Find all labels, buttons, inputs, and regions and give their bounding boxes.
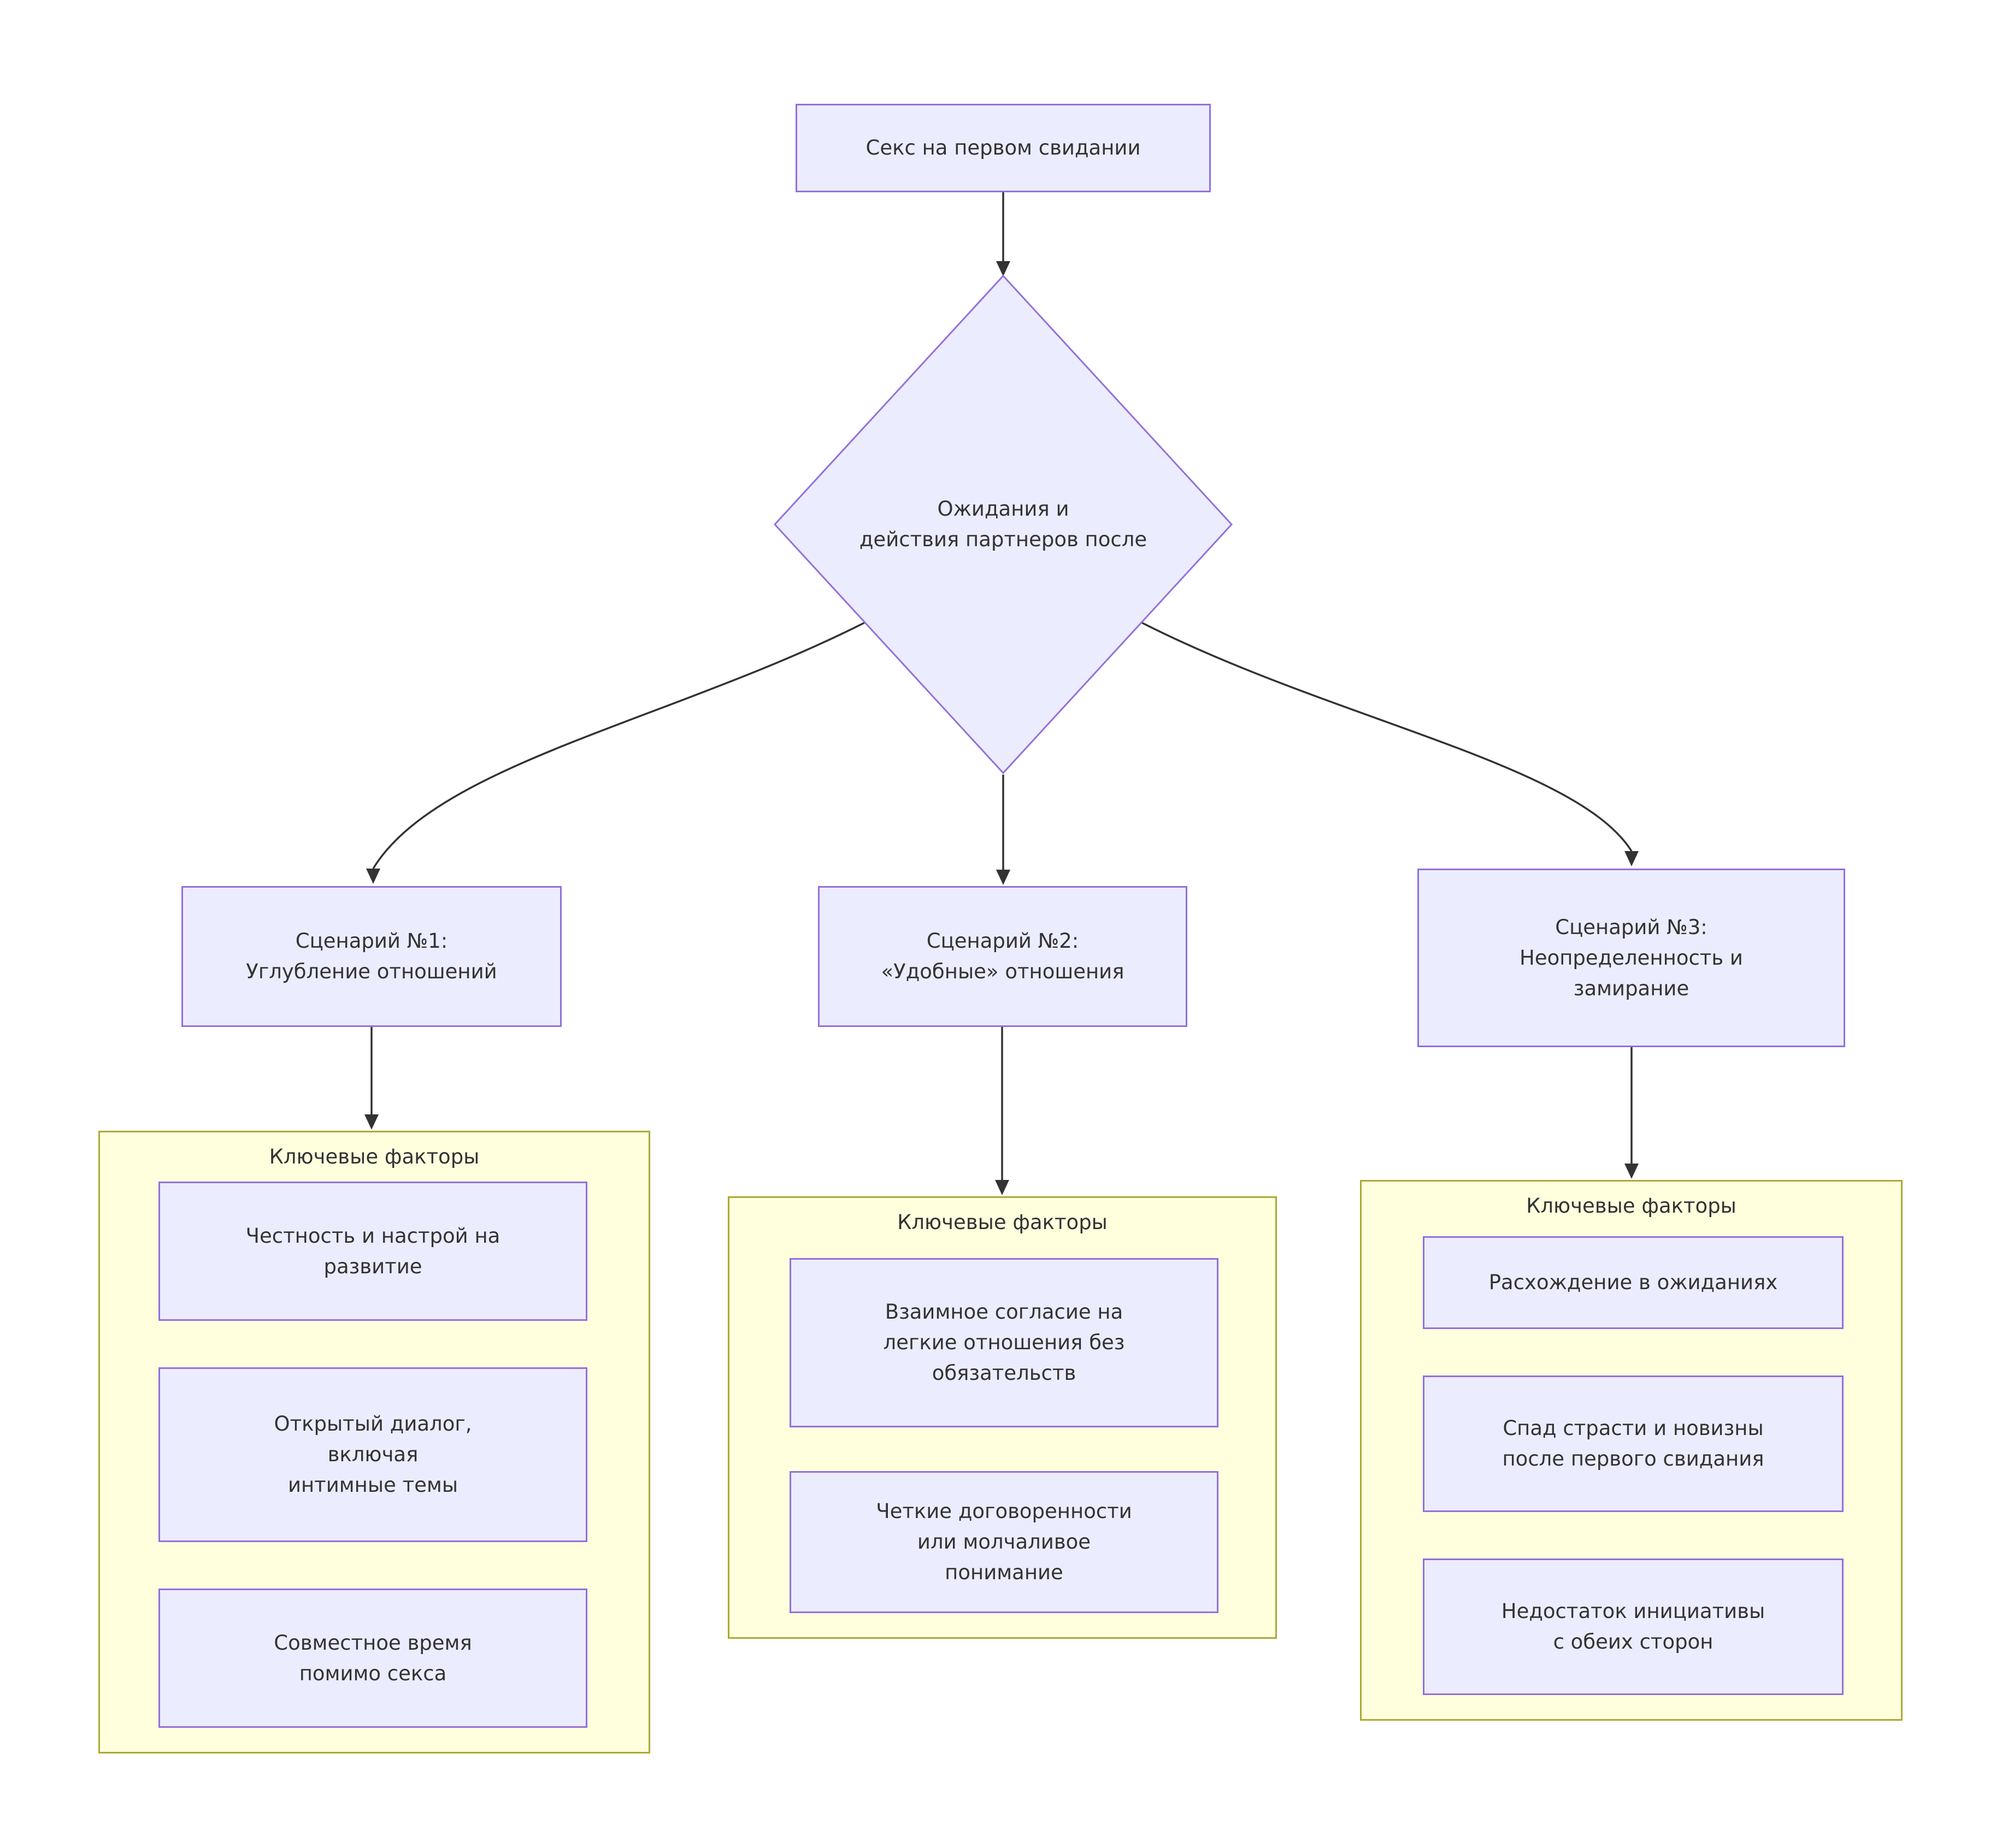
arrowhead-scenario3-to-cluster3 <box>1624 1164 1639 1179</box>
decision-label: Ожидания и действия партнеров после <box>785 491 1222 558</box>
scenario-3-label-line: Сценарий №3: <box>1555 915 1707 939</box>
factor-open-dialog-line: включая <box>327 1443 419 1466</box>
factor-clear-agreements-line: Четкие договоренности <box>876 1499 1132 1523</box>
node-root-label: Секс на первом свидании <box>865 136 1141 160</box>
cluster-3-title: Ключевые факторы <box>1526 1194 1736 1218</box>
factor-open-dialog-line: интимные темы <box>287 1473 458 1497</box>
factor-honesty: Честность и настрой на развитие <box>158 1182 587 1321</box>
factor-mutual-consent: Взаимное согласие на легкие отношения бе… <box>790 1258 1218 1427</box>
factor-mutual-consent-line: обязательств <box>932 1361 1076 1385</box>
scenario-1-label-line: Углубление отношений <box>246 960 497 983</box>
arrowhead-root-to-decision <box>996 261 1010 276</box>
factor-clear-agreements: Четкие договоренности или молчаливое пон… <box>790 1471 1218 1613</box>
factor-open-dialog-line: Открытый диалог, <box>274 1412 472 1436</box>
factor-clear-agreements-line: понимание <box>945 1561 1063 1584</box>
cluster-scenario-3-factors: Ключевые факторы Расхождение в ожиданиях… <box>1360 1180 1903 1721</box>
factor-clear-agreements-line: или молчаливое <box>917 1530 1091 1554</box>
factor-lack-of-initiative-line: Недостаток инициативы <box>1501 1599 1765 1623</box>
arrowhead-scenario2-to-cluster2 <box>995 1180 1009 1195</box>
node-scenario-3: Сценарий №3: Неопределенность и замирани… <box>1417 869 1845 1047</box>
cluster-scenario-1-factors: Ключевые факторы Честность и настрой на … <box>98 1131 650 1753</box>
scenario-1-label-line: Сценарий №1: <box>295 929 448 953</box>
scenario-3-label-line: замирание <box>1573 976 1689 1000</box>
factor-open-dialog: Открытый диалог, включая интимные темы <box>158 1367 587 1542</box>
factor-expectation-mismatch-line: Расхождение в ожиданиях <box>1488 1271 1778 1294</box>
factor-mutual-consent-line: Взаимное согласие на <box>885 1300 1123 1324</box>
factor-mutual-consent-line: легкие отношения без <box>883 1331 1125 1354</box>
arrowhead-decision-to-scenario1 <box>366 869 380 884</box>
cluster-1-title: Ключевые факторы <box>269 1145 480 1168</box>
scenario-2-label-line: «Удобные» отношения <box>881 960 1124 983</box>
factor-expectation-mismatch: Расхождение в ожиданиях <box>1423 1236 1844 1329</box>
cluster-scenario-2-factors: Ключевые факторы Взаимное согласие на ле… <box>728 1196 1277 1639</box>
factor-lack-of-initiative-line: с обеих сторон <box>1553 1630 1714 1654</box>
decision-label-line: Ожидания и <box>937 497 1069 521</box>
node-root: Секс на первом свидании <box>796 104 1211 192</box>
cluster-2-title: Ключевые факторы <box>897 1211 1108 1234</box>
factor-passion-decline-line: Спад страсти и новизны <box>1503 1416 1764 1440</box>
decision-label-line: действия партнеров после <box>859 528 1147 551</box>
factor-time-together: Совместное время помимо секса <box>158 1589 587 1728</box>
factor-lack-of-initiative: Недостаток инициативы с обеих сторон <box>1423 1558 1844 1695</box>
edge-decision-to-scenario3 <box>1141 622 1633 852</box>
factor-honesty-line: Честность и настрой на <box>245 1224 501 1248</box>
factor-time-together-line: помимо секса <box>299 1661 447 1685</box>
scenario-3-label-line: Неопределенность и <box>1520 946 1743 970</box>
factor-honesty-line: развитие <box>323 1254 422 1278</box>
factor-time-together-line: Совместное время <box>274 1631 472 1655</box>
decision-diamond-shape <box>773 274 1233 775</box>
arrowhead-decision-to-scenario2 <box>996 870 1010 885</box>
arrowhead-decision-to-scenario3 <box>1624 851 1639 866</box>
factor-passion-decline-line: после первого свидания <box>1502 1447 1764 1471</box>
scenario-2-label-line: Сценарий №2: <box>926 929 1079 953</box>
node-scenario-1: Сценарий №1: Углубление отношений <box>181 886 562 1027</box>
factor-passion-decline: Спад страсти и новизны после первого сви… <box>1423 1375 1844 1512</box>
arrowhead-scenario1-to-cluster1 <box>364 1114 379 1130</box>
node-scenario-2: Сценарий №2: «Удобные» отношения <box>818 886 1187 1027</box>
edge-decision-to-scenario1 <box>372 622 865 869</box>
